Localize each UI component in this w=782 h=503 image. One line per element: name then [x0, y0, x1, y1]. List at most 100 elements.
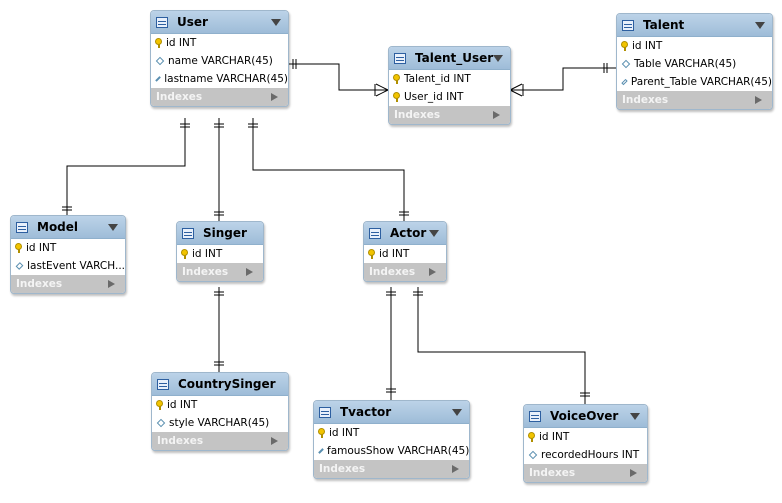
table-icon	[394, 52, 406, 64]
column-row[interactable]: Table VARCHAR(45)	[617, 55, 772, 73]
column-row[interactable]: id INT	[151, 34, 288, 52]
column-row[interactable]: id INT	[177, 245, 263, 263]
table-title: VoiceOver	[550, 409, 619, 423]
column-label: name VARCHAR(45)	[168, 55, 273, 67]
column-row[interactable]: name VARCHAR(45)	[151, 52, 288, 70]
column-row[interactable]: famousShow VARCHAR(45)	[314, 442, 469, 460]
indexes-bar[interactable]: Indexes	[177, 263, 263, 281]
table-title: Talent	[643, 18, 685, 32]
table-talent[interactable]: Talent id INT Table VARCHAR(45) Parent_T…	[616, 13, 773, 110]
column-label: id INT	[632, 40, 663, 52]
expand-triangle-icon[interactable]	[271, 93, 278, 101]
indexes-label: Indexes	[622, 94, 669, 106]
table-header[interactable]: Singer	[177, 222, 263, 245]
indexes-label: Indexes	[16, 278, 63, 290]
column-row[interactable]: id INT	[617, 37, 772, 55]
indexes-bar[interactable]: Indexes	[524, 464, 647, 482]
table-title: Model	[37, 220, 79, 234]
column-row[interactable]: id INT	[364, 245, 446, 263]
key-icon	[318, 428, 325, 438]
table-icon	[622, 19, 634, 31]
table-voiceover[interactable]: VoiceOver id INT recordedHours INT Index…	[523, 404, 648, 483]
table-header[interactable]: Actor	[364, 222, 446, 245]
expand-triangle-icon[interactable]	[246, 268, 253, 276]
relationship-user-talent-user[interactable]	[288, 59, 389, 97]
indexes-label: Indexes	[157, 435, 204, 447]
indexes-bar[interactable]: Indexes	[314, 460, 469, 478]
column-row[interactable]: id INT	[11, 239, 125, 257]
collapse-triangle-icon[interactable]	[108, 224, 118, 231]
table-header[interactable]: User	[151, 11, 288, 34]
indexes-bar[interactable]: Indexes	[151, 88, 288, 106]
expand-triangle-icon[interactable]	[108, 280, 115, 288]
column-row[interactable]: style VARCHAR(45)	[152, 414, 288, 432]
column-row[interactable]: lastname VARCHAR(45)	[151, 70, 288, 88]
column-row[interactable]: id INT	[152, 396, 288, 414]
expand-triangle-icon[interactable]	[755, 96, 762, 104]
column-row[interactable]: id INT	[524, 428, 647, 446]
relationship-singer-countrysinger[interactable]	[214, 287, 224, 372]
table-header[interactable]: VoiceOver	[524, 405, 647, 428]
column-row[interactable]: lastEvent VARCH...	[11, 257, 125, 275]
collapse-triangle-icon[interactable]	[429, 230, 439, 237]
column-label: id INT	[329, 427, 360, 439]
table-icon	[156, 16, 168, 28]
column-label: famousShow VARCHAR(45)	[327, 445, 469, 457]
table-talent-user[interactable]: Talent_User Talent_id INT User_id INT In…	[388, 46, 511, 125]
column-row[interactable]: Talent_id INT	[389, 70, 510, 88]
collapse-triangle-icon[interactable]	[271, 19, 281, 26]
collapse-triangle-icon[interactable]	[493, 55, 503, 62]
column-label: id INT	[26, 242, 57, 254]
column-row[interactable]: recordedHours INT	[524, 446, 647, 464]
key-icon	[621, 41, 628, 51]
expand-triangle-icon[interactable]	[493, 111, 500, 119]
column-row[interactable]: User_id INT	[389, 88, 510, 106]
collapse-triangle-icon[interactable]	[630, 413, 640, 420]
table-header[interactable]: Talent	[617, 14, 772, 37]
indexes-bar[interactable]: Indexes	[617, 91, 772, 109]
indexes-bar[interactable]: Indexes	[11, 275, 125, 293]
table-header[interactable]: CountrySinger	[152, 373, 288, 396]
indexes-bar[interactable]: Indexes	[364, 263, 446, 281]
table-user[interactable]: User id INT name VARCHAR(45) lastname VA…	[150, 10, 289, 107]
diamond-icon	[318, 448, 324, 454]
table-tvactor[interactable]: Tvactor id INT famousShow VARCHAR(45) In…	[313, 400, 470, 479]
table-header[interactable]: Tvactor	[314, 401, 469, 424]
table-title: Tvactor	[340, 405, 392, 419]
column-label: id INT	[539, 431, 570, 443]
relationship-actor-voiceover[interactable]	[413, 287, 590, 404]
table-header[interactable]: Model	[11, 216, 125, 239]
diamond-icon	[15, 262, 24, 270]
key-icon	[368, 249, 375, 259]
table-icon	[369, 227, 381, 239]
column-label: Table VARCHAR(45)	[634, 58, 737, 70]
column-label: Parent_Table VARCHAR(45)	[630, 76, 772, 88]
table-icon	[529, 410, 541, 422]
relationship-user-actor[interactable]	[248, 118, 409, 221]
expand-triangle-icon[interactable]	[271, 437, 278, 445]
table-countrysinger[interactable]: CountrySinger id INT style VARCHAR(45) I…	[151, 372, 289, 451]
relationship-user-singer[interactable]	[214, 118, 224, 221]
relationship-actor-tvactor[interactable]	[386, 287, 396, 400]
indexes-label: Indexes	[394, 109, 441, 121]
table-model[interactable]: Model id INT lastEvent VARCH... Indexes	[10, 215, 126, 294]
table-header[interactable]: Talent_User	[389, 47, 510, 70]
expand-triangle-icon[interactable]	[630, 469, 637, 477]
expand-triangle-icon[interactable]	[429, 268, 436, 276]
collapse-triangle-icon[interactable]	[452, 409, 462, 416]
column-row[interactable]: id INT	[314, 424, 469, 442]
diamond-icon	[155, 76, 162, 82]
collapse-triangle-icon[interactable]	[755, 22, 765, 29]
expand-triangle-icon[interactable]	[452, 465, 459, 473]
relationship-talent-talent-user[interactable]	[509, 63, 616, 97]
indexes-bar[interactable]: Indexes	[152, 432, 288, 450]
column-row[interactable]: Parent_Table VARCHAR(45)	[617, 73, 772, 91]
column-label: id INT	[166, 37, 197, 49]
indexes-label: Indexes	[369, 266, 416, 278]
table-singer[interactable]: Singer id INT Indexes	[176, 221, 264, 282]
table-actor[interactable]: Actor id INT Indexes	[363, 221, 447, 282]
key-icon	[156, 400, 163, 410]
indexes-bar[interactable]: Indexes	[389, 106, 510, 124]
column-label: id INT	[379, 248, 410, 260]
relationship-user-model[interactable]	[62, 118, 190, 215]
